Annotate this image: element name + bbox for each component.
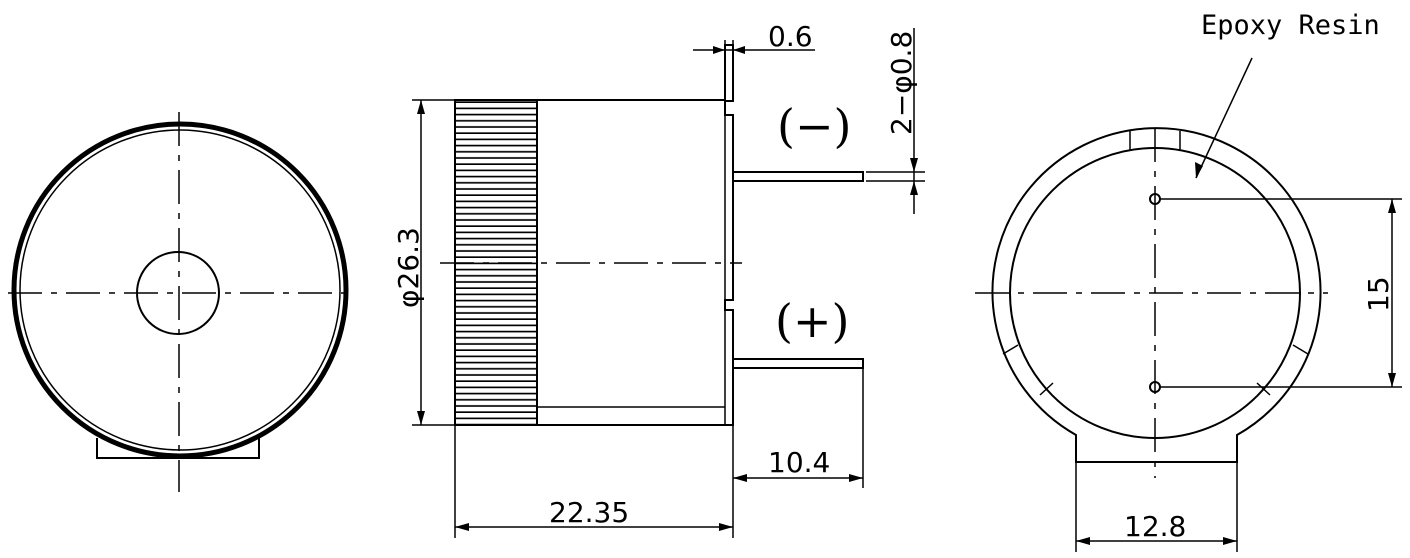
dim-base-arrow-left <box>1076 537 1090 545</box>
dim-pin-length-arrow-left <box>733 474 747 482</box>
dim-pin-dia-arrow-top <box>910 158 918 172</box>
dim-pin-length-label: 10.4 <box>768 446 830 479</box>
dim-pin-dia-label: 2−φ0.8 <box>885 31 918 135</box>
dim-spacing-arrow-top <box>1388 199 1396 213</box>
callout-epoxy-resin: Epoxy Resin <box>1201 10 1380 41</box>
dim-height-label: 22.35 <box>549 496 629 529</box>
callout-arrowhead <box>1195 162 1203 178</box>
dim-spacing-label: 15 <box>1362 276 1395 312</box>
top-pin-tab <box>724 44 734 102</box>
dim-pin-length-arrow-right <box>849 474 863 482</box>
dim-height-arrow-right <box>719 523 733 531</box>
minus-pin <box>732 171 864 182</box>
dim-dia-arrow-bottom <box>417 411 425 425</box>
dim-0-6-label: 0.6 <box>768 20 813 53</box>
dim-base-label: 12.8 <box>1124 510 1186 543</box>
minus-label: (−) <box>777 99 851 153</box>
dim-pin-dia-arrow-bottom <box>910 181 918 195</box>
rim-mark-right <box>1292 344 1309 355</box>
top-view-base-tab <box>96 438 260 459</box>
dim-0-6-arrow-right <box>733 46 745 54</box>
dim-dia-arrow-top <box>417 100 425 114</box>
rim-mark-bottom-right <box>1256 382 1271 396</box>
bottom-view-outline <box>991 127 1322 463</box>
side-view: (−) (+) 0.6 2−φ0.8 φ26.3 22.35 <box>392 20 925 538</box>
bottom-view: 15 12.8 Epoxy Resin <box>975 10 1402 552</box>
dim-spacing-arrow-bottom <box>1388 373 1396 387</box>
plus-pin <box>732 358 864 369</box>
top-view-outer-rim <box>11 121 349 459</box>
top-view <box>8 112 352 492</box>
top-view-inner-rim <box>19 129 341 451</box>
callout-leader <box>1195 57 1253 179</box>
dim-0-6-arrow-left <box>713 46 725 54</box>
dim-height-arrow-left <box>455 523 469 531</box>
rim-mark-bottom-left <box>1039 382 1054 396</box>
plus-label: (+) <box>775 294 849 348</box>
dim-dia-label: φ26.3 <box>392 227 425 308</box>
rim-mark-left <box>1002 344 1019 355</box>
dim-base-arrow-right <box>1223 537 1237 545</box>
